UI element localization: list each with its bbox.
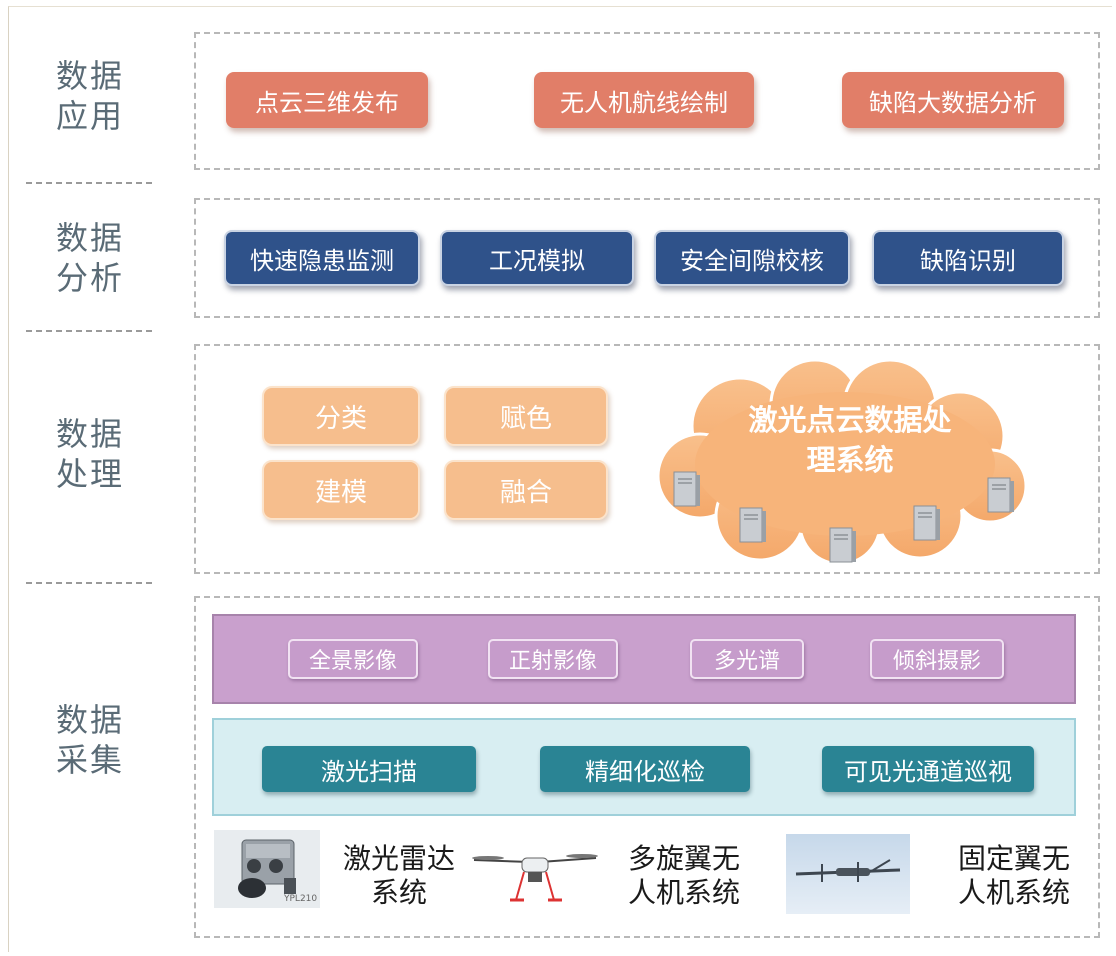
app-item-defect-bigdata: 缺陷大数据分析 bbox=[842, 72, 1064, 128]
lidar-model-text: YPL210 bbox=[284, 894, 318, 904]
collection-panel bbox=[194, 596, 1100, 938]
layer-divider bbox=[26, 182, 152, 184]
imaging-item-ortho: 正射影像 bbox=[488, 639, 618, 679]
analysis-panel bbox=[194, 198, 1100, 318]
diagram-frame bbox=[8, 6, 1112, 952]
cloud-system-title: 激光点云数据处 理系统 bbox=[748, 403, 952, 477]
proc-item-fuse: 融合 bbox=[444, 460, 608, 520]
equipment-label-fixedwing: 固定翼无人机系统 bbox=[957, 842, 1070, 909]
application-panel bbox=[194, 32, 1100, 170]
app-item-pointcloud-publish: 点云三维发布 bbox=[226, 72, 428, 128]
equipment-label-lidar: 激光雷达系统 bbox=[342, 842, 455, 909]
analysis-item-hazard-monitor: 快速隐患监测 bbox=[224, 230, 420, 286]
method-item-visible-channel: 可见光通道巡视 bbox=[822, 746, 1034, 792]
server-icon bbox=[673, 471, 700, 507]
analysis-item-condition-sim: 工况模拟 bbox=[440, 230, 634, 286]
imaging-item-multispectral: 多光谱 bbox=[690, 639, 804, 679]
equipment-label-multirotor: 多旋翼无人机系统 bbox=[627, 842, 740, 909]
server-icon bbox=[913, 505, 940, 541]
server-icon bbox=[987, 477, 1014, 513]
method-item-fine-inspection: 精细化巡检 bbox=[540, 746, 750, 792]
proc-item-model: 建模 bbox=[262, 460, 420, 520]
imaging-item-panorama: 全景影像 bbox=[288, 639, 418, 679]
layer-divider bbox=[26, 582, 152, 584]
proc-item-classify: 分类 bbox=[262, 386, 420, 446]
layer-label-analysis: 数据分析 bbox=[55, 219, 124, 297]
layer-label-processing: 数据处理 bbox=[55, 415, 124, 493]
server-icon bbox=[739, 507, 766, 543]
processing-panel bbox=[194, 344, 1100, 574]
server-icon bbox=[829, 527, 856, 563]
lidar-device-photo: YPL210 bbox=[214, 830, 320, 908]
layer-divider bbox=[26, 330, 152, 332]
layer-label-collection: 数据采集 bbox=[55, 701, 124, 779]
layer-label-application: 数据应用 bbox=[55, 57, 124, 135]
fixed-wing-drone-icon bbox=[786, 834, 910, 914]
analysis-item-defect-identify: 缺陷识别 bbox=[872, 230, 1064, 286]
app-item-drone-route: 无人机航线绘制 bbox=[534, 72, 754, 128]
imaging-item-oblique: 倾斜摄影 bbox=[870, 639, 1004, 679]
proc-item-colorize: 赋色 bbox=[444, 386, 608, 446]
method-item-laser-scan: 激光扫描 bbox=[262, 746, 476, 792]
multirotor-drone-icon bbox=[472, 854, 598, 902]
analysis-item-clearance-check: 安全间隙校核 bbox=[654, 230, 850, 286]
